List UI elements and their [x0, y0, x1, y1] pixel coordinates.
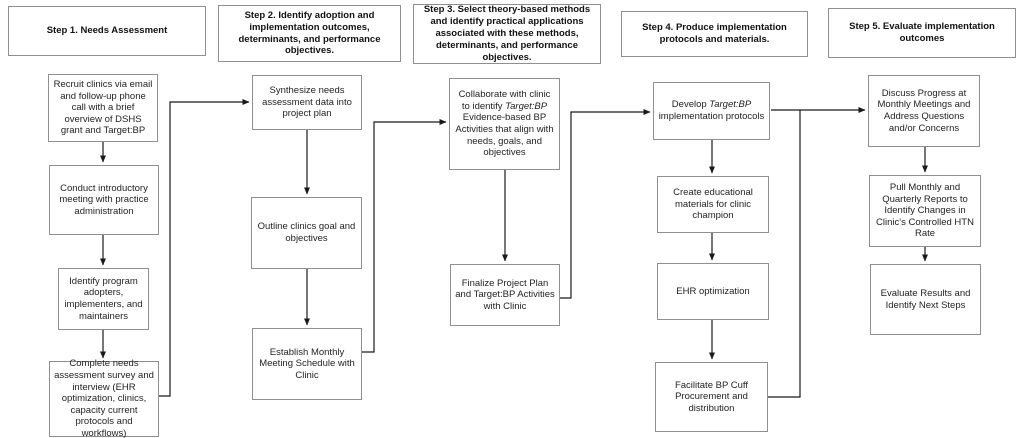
target-bp-italic: Target:BP [505, 100, 548, 112]
step4-box-educational-materials: Create educational materials for clinic … [657, 176, 769, 233]
box-text: Pull Monthly and Quarterly Reports to Id… [876, 182, 974, 240]
box-text: EHR optimization [676, 285, 750, 297]
box-text: Conduct introductory meeting with practi… [59, 182, 149, 217]
box-text: Synthesize needs assessment data into pr… [262, 85, 352, 120]
connector-step4-to-step5-elbow [768, 110, 801, 398]
step5-box-discuss-progress: Discuss Progress at Monthly Meetings and… [868, 75, 980, 147]
step4-box-bp-cuff-procurement: Facilitate BP Cuff Procurement and distr… [655, 362, 768, 432]
box-text: Finalize Project Plan and Target:BP Acti… [455, 277, 555, 312]
step3-box-collaborate-identify-activities: Collaborate with clinic to identify Targ… [449, 78, 560, 170]
step3-header: Step 3. Select theory-based methods and … [413, 4, 601, 64]
step5-box-pull-reports: Pull Monthly and Quarterly Reports to Id… [869, 175, 981, 247]
box-text: Create educational materials for clinic … [673, 187, 753, 222]
step1-box-needs-assessment-survey: Complete needs assessment survey and int… [49, 358, 159, 438]
box-text: Establish Monthly Meeting Schedule with … [259, 346, 355, 381]
box-text: Complete needs assessment survey and int… [54, 358, 154, 438]
step1-header: Step 1. Needs Assessment [8, 6, 206, 56]
step1-box-identify-adopters: Identify program adopters, implementers,… [58, 268, 149, 330]
step4-box-develop-protocols: Develop Target:BP implementation protoco… [653, 82, 770, 140]
box-text: Facilitate BP Cuff Procurement and distr… [674, 379, 749, 414]
box-text: Develop Target:BP implementation protoco… [658, 99, 765, 122]
box-text: Outline clinics goal and objectives [257, 221, 356, 244]
box-text: Collaborate with clinic to identify Targ… [455, 89, 554, 159]
step4-header: Step 4. Produce implementation protocols… [621, 11, 808, 57]
step2-box-outline-goals: Outline clinics goal and objectives [251, 197, 362, 269]
connector-step2-to-step3 [362, 119, 447, 353]
step1-box-recruit-clinics: Recruit clinics via email and follow-up … [48, 74, 158, 142]
box-text: Identify program adopters, implementers,… [64, 275, 143, 322]
step4-box-ehr-optimization: EHR optimization [657, 263, 769, 320]
target-bp-italic: Target:BP [709, 99, 752, 111]
step2-box-synthesize-data: Synthesize needs assessment data into pr… [252, 75, 362, 130]
step1-box-introductory-meeting: Conduct introductory meeting with practi… [49, 165, 159, 235]
step5-box-evaluate-results: Evaluate Results and Identify Next Steps [870, 264, 981, 335]
connector-step3-to-step4 [560, 109, 651, 299]
step2-box-establish-meeting-schedule: Establish Monthly Meeting Schedule with … [252, 328, 362, 400]
step2-header: Step 2. Identify adoption and implementa… [218, 5, 401, 62]
box-text: Discuss Progress at Monthly Meetings and… [877, 87, 971, 134]
box-text: Evaluate Results and Identify Next Steps [880, 287, 971, 311]
step5-header: Step 5. Evaluate implementation outcomes [828, 8, 1016, 58]
step3-box-finalize-project-plan: Finalize Project Plan and Target:BP Acti… [450, 264, 560, 326]
connector-step1-to-step2 [158, 99, 250, 397]
box-text: Recruit clinics via email and follow-up … [53, 79, 153, 137]
